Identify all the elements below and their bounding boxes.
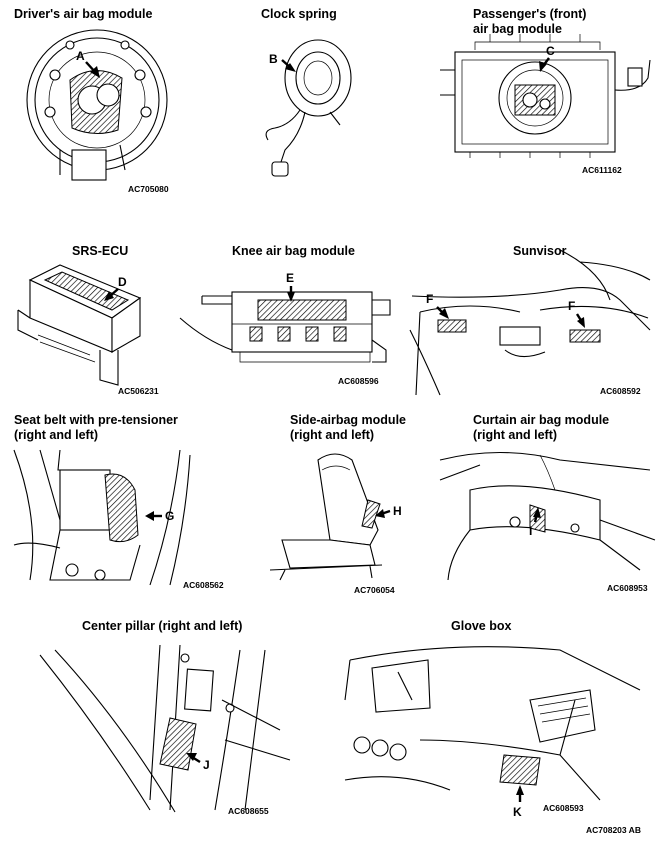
panel-title: Clock spring (261, 7, 337, 21)
part-code: AC608562 (183, 580, 224, 590)
panel-title: Seat belt with pre-tensioner (right and … (14, 413, 178, 442)
panel-title: Knee air bag module (232, 244, 355, 258)
curtain-air-bag-drawing (439, 451, 656, 581)
callout-label: C (546, 44, 555, 58)
part-code: AC705080 (128, 184, 169, 194)
side-airbag-drawing (269, 453, 383, 581)
callout-label: A (76, 49, 85, 63)
panel-title: Curtain air bag module (right and left) (473, 413, 610, 442)
arrow-icon (186, 753, 201, 764)
seat-belt-drawing (13, 449, 191, 586)
part-code: AC608953 (607, 583, 648, 593)
figure-code: AC708203 AB (586, 825, 641, 835)
driver-air-bag-drawing (26, 29, 168, 181)
arrow-icon (104, 288, 119, 301)
arrow-icon (436, 306, 585, 328)
arrow-icon (145, 511, 162, 521)
part-code: AC506231 (118, 386, 159, 396)
part-code: AC608593 (543, 803, 584, 813)
callout-label: H (393, 504, 402, 518)
callout-label: F (568, 299, 576, 313)
panel-title: Sunvisor (513, 244, 567, 258)
arrow-icon (85, 61, 100, 78)
clock-spring-drawing (265, 39, 352, 177)
panel-title: SRS-ECU (72, 244, 129, 258)
panel-title: Center pillar (right and left) (82, 619, 243, 633)
arrow-icon (281, 59, 296, 72)
callout-label: B (269, 52, 278, 66)
knee-air-bag-drawing (179, 291, 391, 363)
callout-label: I (529, 524, 533, 538)
part-code: AC611162 (582, 165, 622, 175)
panel-title: Driver's air bag module (14, 7, 153, 21)
arrow-icon (539, 57, 550, 72)
part-code: AC706054 (354, 585, 395, 595)
center-pillar-drawing (39, 644, 291, 813)
callout-label: F (426, 292, 434, 306)
panel-title: Side-airbag module (right and left) (290, 413, 406, 442)
callout-label: J (203, 758, 210, 772)
part-code: AC608655 (228, 806, 269, 816)
passenger-air-bag-drawing (440, 34, 651, 158)
callout-label: E (286, 271, 295, 285)
callout-label: G (165, 509, 175, 523)
panel-title: Glove box (451, 619, 512, 633)
part-code: AC608592 (600, 386, 641, 396)
part-code: AC608596 (338, 376, 379, 386)
arrow-icon (375, 509, 391, 518)
callout-label: K (513, 805, 522, 819)
arrow-icon (533, 507, 541, 523)
arrow-icon (287, 286, 295, 302)
callout-label: D (118, 275, 127, 289)
panel-title: Passenger's (front) air bag module (473, 7, 587, 36)
sunvisor-drawing (409, 249, 651, 396)
srs-ecu-drawing (17, 264, 142, 386)
